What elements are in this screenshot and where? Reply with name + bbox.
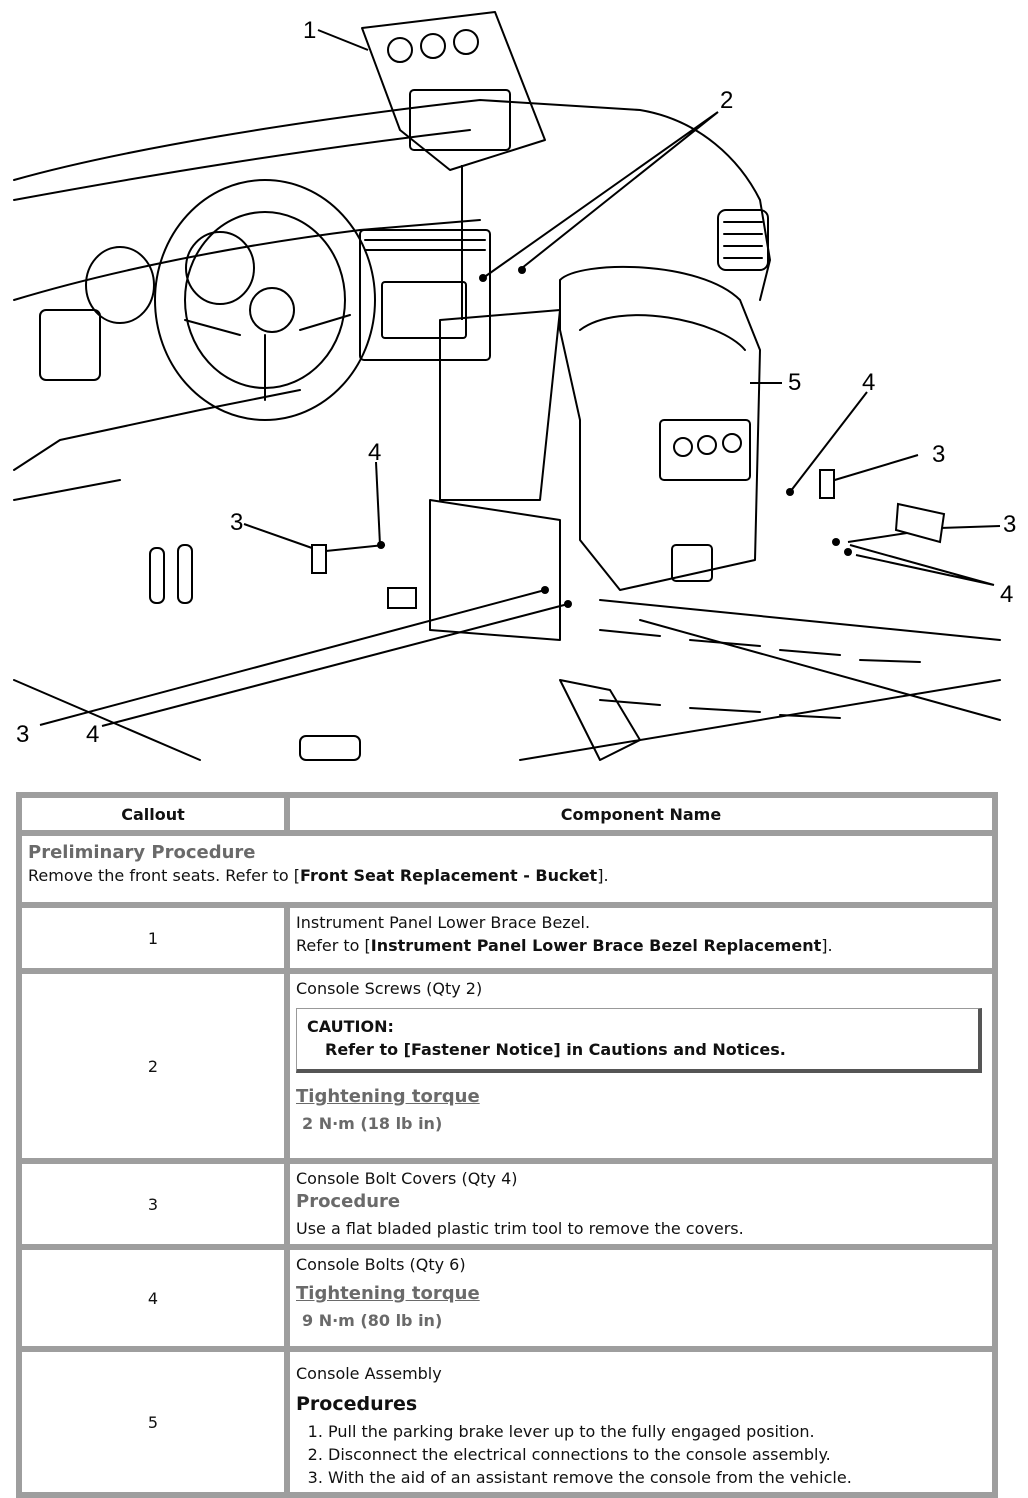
- procedure-text: Use a flat bladed plastic trim tool to r…: [296, 1219, 744, 1238]
- table-row: 4 Console Bolts (Qty 6) Tightening torqu…: [19, 1247, 995, 1349]
- tightening-torque-heading: Tightening torque: [296, 1086, 480, 1107]
- callout-label: 4: [862, 369, 875, 396]
- callout-label: 5: [788, 369, 801, 396]
- header-component-name: Component Name: [287, 795, 995, 833]
- torque-value: 2 N·m (18 lb in): [302, 1114, 443, 1133]
- component-cell: Console Screws (Qty 2) CAUTION: Refer to…: [287, 971, 995, 1161]
- callout-cell: 2: [19, 971, 287, 1161]
- component-cell: Console Bolts (Qty 6) Tightening torque …: [287, 1247, 995, 1349]
- callout-label: 3: [16, 721, 29, 748]
- procedure-heading: Procedure: [296, 1191, 401, 1212]
- exploded-view-illustration: 1 2 3 3 3 3 4 4 4 4 5: [13, 11, 1016, 761]
- list-item: Disconnect the electrical connections to…: [328, 1443, 986, 1466]
- procedure-steps: Pull the parking brake lever up to the f…: [296, 1420, 986, 1489]
- callout-label: 3: [932, 441, 945, 468]
- steering-wheel: [154, 179, 376, 421]
- tightening-torque-heading: Tightening torque: [296, 1283, 480, 1304]
- gauge-right: [185, 231, 255, 305]
- gauge-left: [85, 246, 155, 324]
- callout-label: 3: [230, 509, 243, 536]
- dashboard-outline: [13, 99, 771, 301]
- callout-label: 4: [1000, 581, 1013, 608]
- table-row: 5 Console Assembly Procedures Pull the p…: [19, 1349, 995, 1495]
- list-item: Pull the parking brake lever up to the f…: [328, 1420, 986, 1443]
- component-cell: Instrument Panel Lower Brace Bezel. Refe…: [287, 905, 995, 971]
- instrument-panel-bezel-link[interactable]: Instrument Panel Lower Brace Bezel Repla…: [370, 936, 822, 955]
- preliminary-cell: Preliminary Procedure Remove the front s…: [19, 833, 995, 905]
- callout-label: 3: [1003, 511, 1016, 538]
- front-seat-link[interactable]: Front Seat Replacement - Bucket: [300, 866, 598, 885]
- floor-outline: [13, 479, 1001, 761]
- callout-label: 4: [368, 439, 381, 466]
- bolt-cover-far-right: [894, 502, 946, 544]
- preliminary-row: Preliminary Procedure Remove the front s…: [19, 833, 995, 905]
- console-assembly-5: [559, 265, 761, 591]
- callout-label: 4: [86, 721, 99, 748]
- caution-box: CAUTION: Refer to [Fastener Notice] in C…: [296, 1008, 982, 1073]
- bezel-part-1: [361, 11, 546, 171]
- bolt-cover-right: [819, 469, 835, 499]
- callout-cell: 3: [19, 1161, 287, 1247]
- header-callout: Callout: [19, 795, 287, 833]
- caution-text: Refer to [Fastener Notice] in Cautions a…: [325, 1040, 786, 1059]
- component-cell: Console Assembly Procedures Pull the par…: [287, 1349, 995, 1495]
- table-row: 1 Instrument Panel Lower Brace Bezel. Re…: [19, 905, 995, 971]
- callout-cell: 5: [19, 1349, 287, 1495]
- table-row: 3 Console Bolt Covers (Qty 4) Procedure …: [19, 1161, 995, 1247]
- list-item: With the aid of an assistant remove the …: [328, 1466, 986, 1489]
- table-row: 2 Console Screws (Qty 2) CAUTION: Refer …: [19, 971, 995, 1161]
- procedures-heading: Procedures: [296, 1393, 418, 1415]
- preliminary-title: Preliminary Procedure: [28, 842, 256, 863]
- bolt-cover-left: [311, 544, 327, 574]
- callout-label: 1: [303, 17, 316, 44]
- preliminary-text: Remove the front seats. Refer to [Front …: [28, 866, 609, 885]
- table-header-row: Callout Component Name: [19, 795, 995, 833]
- callout-cell: 4: [19, 1247, 287, 1349]
- torque-value: 9 N·m (80 lb in): [302, 1311, 443, 1330]
- callout-label: 2: [720, 87, 733, 114]
- procedure-table: Callout Component Name Preliminary Proce…: [16, 792, 998, 1498]
- component-cell: Console Bolt Covers (Qty 4) Procedure Us…: [287, 1161, 995, 1247]
- callout-cell: 1: [19, 905, 287, 971]
- caution-title: CAUTION:: [307, 1017, 394, 1036]
